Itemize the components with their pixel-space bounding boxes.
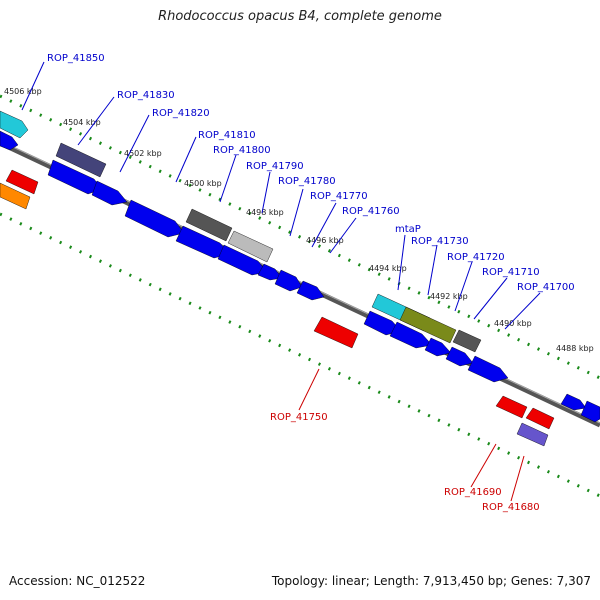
gene-feature[interactable] [399,306,457,344]
reverse-callouts [298,368,525,502]
gene-feature[interactable] [0,110,29,139]
gene-label[interactable]: ROP_41800 [213,145,271,156]
gene-label[interactable]: ROP_41830 [117,90,175,101]
gene-feature[interactable] [525,407,555,430]
gene-feature[interactable] [424,337,452,357]
gene-feature[interactable] [467,355,509,383]
gene-label[interactable]: ROP_41710 [482,267,540,278]
gene-feature[interactable] [389,321,433,349]
gene-feature[interactable] [296,280,325,301]
tick-label: 4500 kbp [184,179,222,188]
genome-summary-text: Topology: linear; Length: 7,913,450 bp; … [271,574,591,588]
gene-feature[interactable] [580,400,600,423]
gene-label[interactable]: ROP_41700 [517,282,575,293]
map-title: Rhodococcus opacus B4, complete genome [158,9,442,24]
gene-label[interactable]: ROP_41790 [246,161,304,172]
gene-label[interactable]: ROP_41720 [447,252,505,263]
gene-label[interactable]: ROP_41770 [310,191,368,202]
gene-feature[interactable] [452,329,482,353]
gene-label[interactable]: ROP_41760 [342,206,400,217]
accession-text: Accession: NC_012522 [9,574,146,588]
forward-gene-labels: ROP_41850 ROP_41830 ROP_41820 ROP_41810 … [47,53,575,293]
gene-label[interactable]: ROP_41820 [152,108,210,119]
gene-feature[interactable] [0,130,19,151]
gene-feature[interactable] [313,316,359,349]
tick-label: 4490 kbp [494,319,532,328]
gene-feature[interactable] [274,269,303,292]
forward-strand-features [0,110,600,423]
ruler-labels: 4506 kbp 4504 kbp 4502 kbp 4500 kbp 4498… [4,87,594,353]
gene-feature[interactable] [495,395,528,419]
tick-label: 4504 kbp [63,118,101,127]
gene-feature[interactable] [55,142,107,178]
tick-label: 4496 kbp [306,236,344,245]
ruler-track-upper [0,94,600,380]
tick-label: 4498 kbp [246,208,284,217]
tick-label: 4488 kbp [556,344,594,353]
gene-feature[interactable] [516,422,549,447]
gene-feature[interactable] [227,230,274,263]
reverse-gene-labels: ROP_41750 ROP_41690 ROP_41680 [270,412,540,513]
gene-label[interactable]: ROP_41850 [47,53,105,64]
gene-label[interactable]: mtaP [395,224,421,235]
gene-feature[interactable] [0,182,31,210]
gene-feature[interactable] [185,208,233,242]
gene-feature[interactable] [5,169,39,195]
reverse-strand-features [0,169,555,447]
gene-label[interactable]: ROP_41730 [411,236,469,247]
gene-label[interactable]: ROP_41810 [198,130,256,141]
gene-feature[interactable] [445,346,474,367]
tick-label: 4506 kbp [4,87,42,96]
tick-label: 4502 kbp [124,149,162,158]
gene-label[interactable]: ROP_41780 [278,176,336,187]
gene-feature[interactable] [257,263,283,281]
gene-feature[interactable] [91,180,128,206]
ruler-track-lower [0,212,600,498]
gene-label[interactable]: ROP_41690 [444,487,502,498]
gene-feature[interactable] [124,199,185,238]
gene-label[interactable]: ROP_41750 [270,412,328,423]
tick-label: 4494 kbp [369,264,407,273]
tick-label: 4492 kbp [430,292,468,301]
gene-label[interactable]: ROP_41680 [482,502,540,513]
gene-feature[interactable] [560,393,587,411]
forward-callouts [21,61,541,330]
